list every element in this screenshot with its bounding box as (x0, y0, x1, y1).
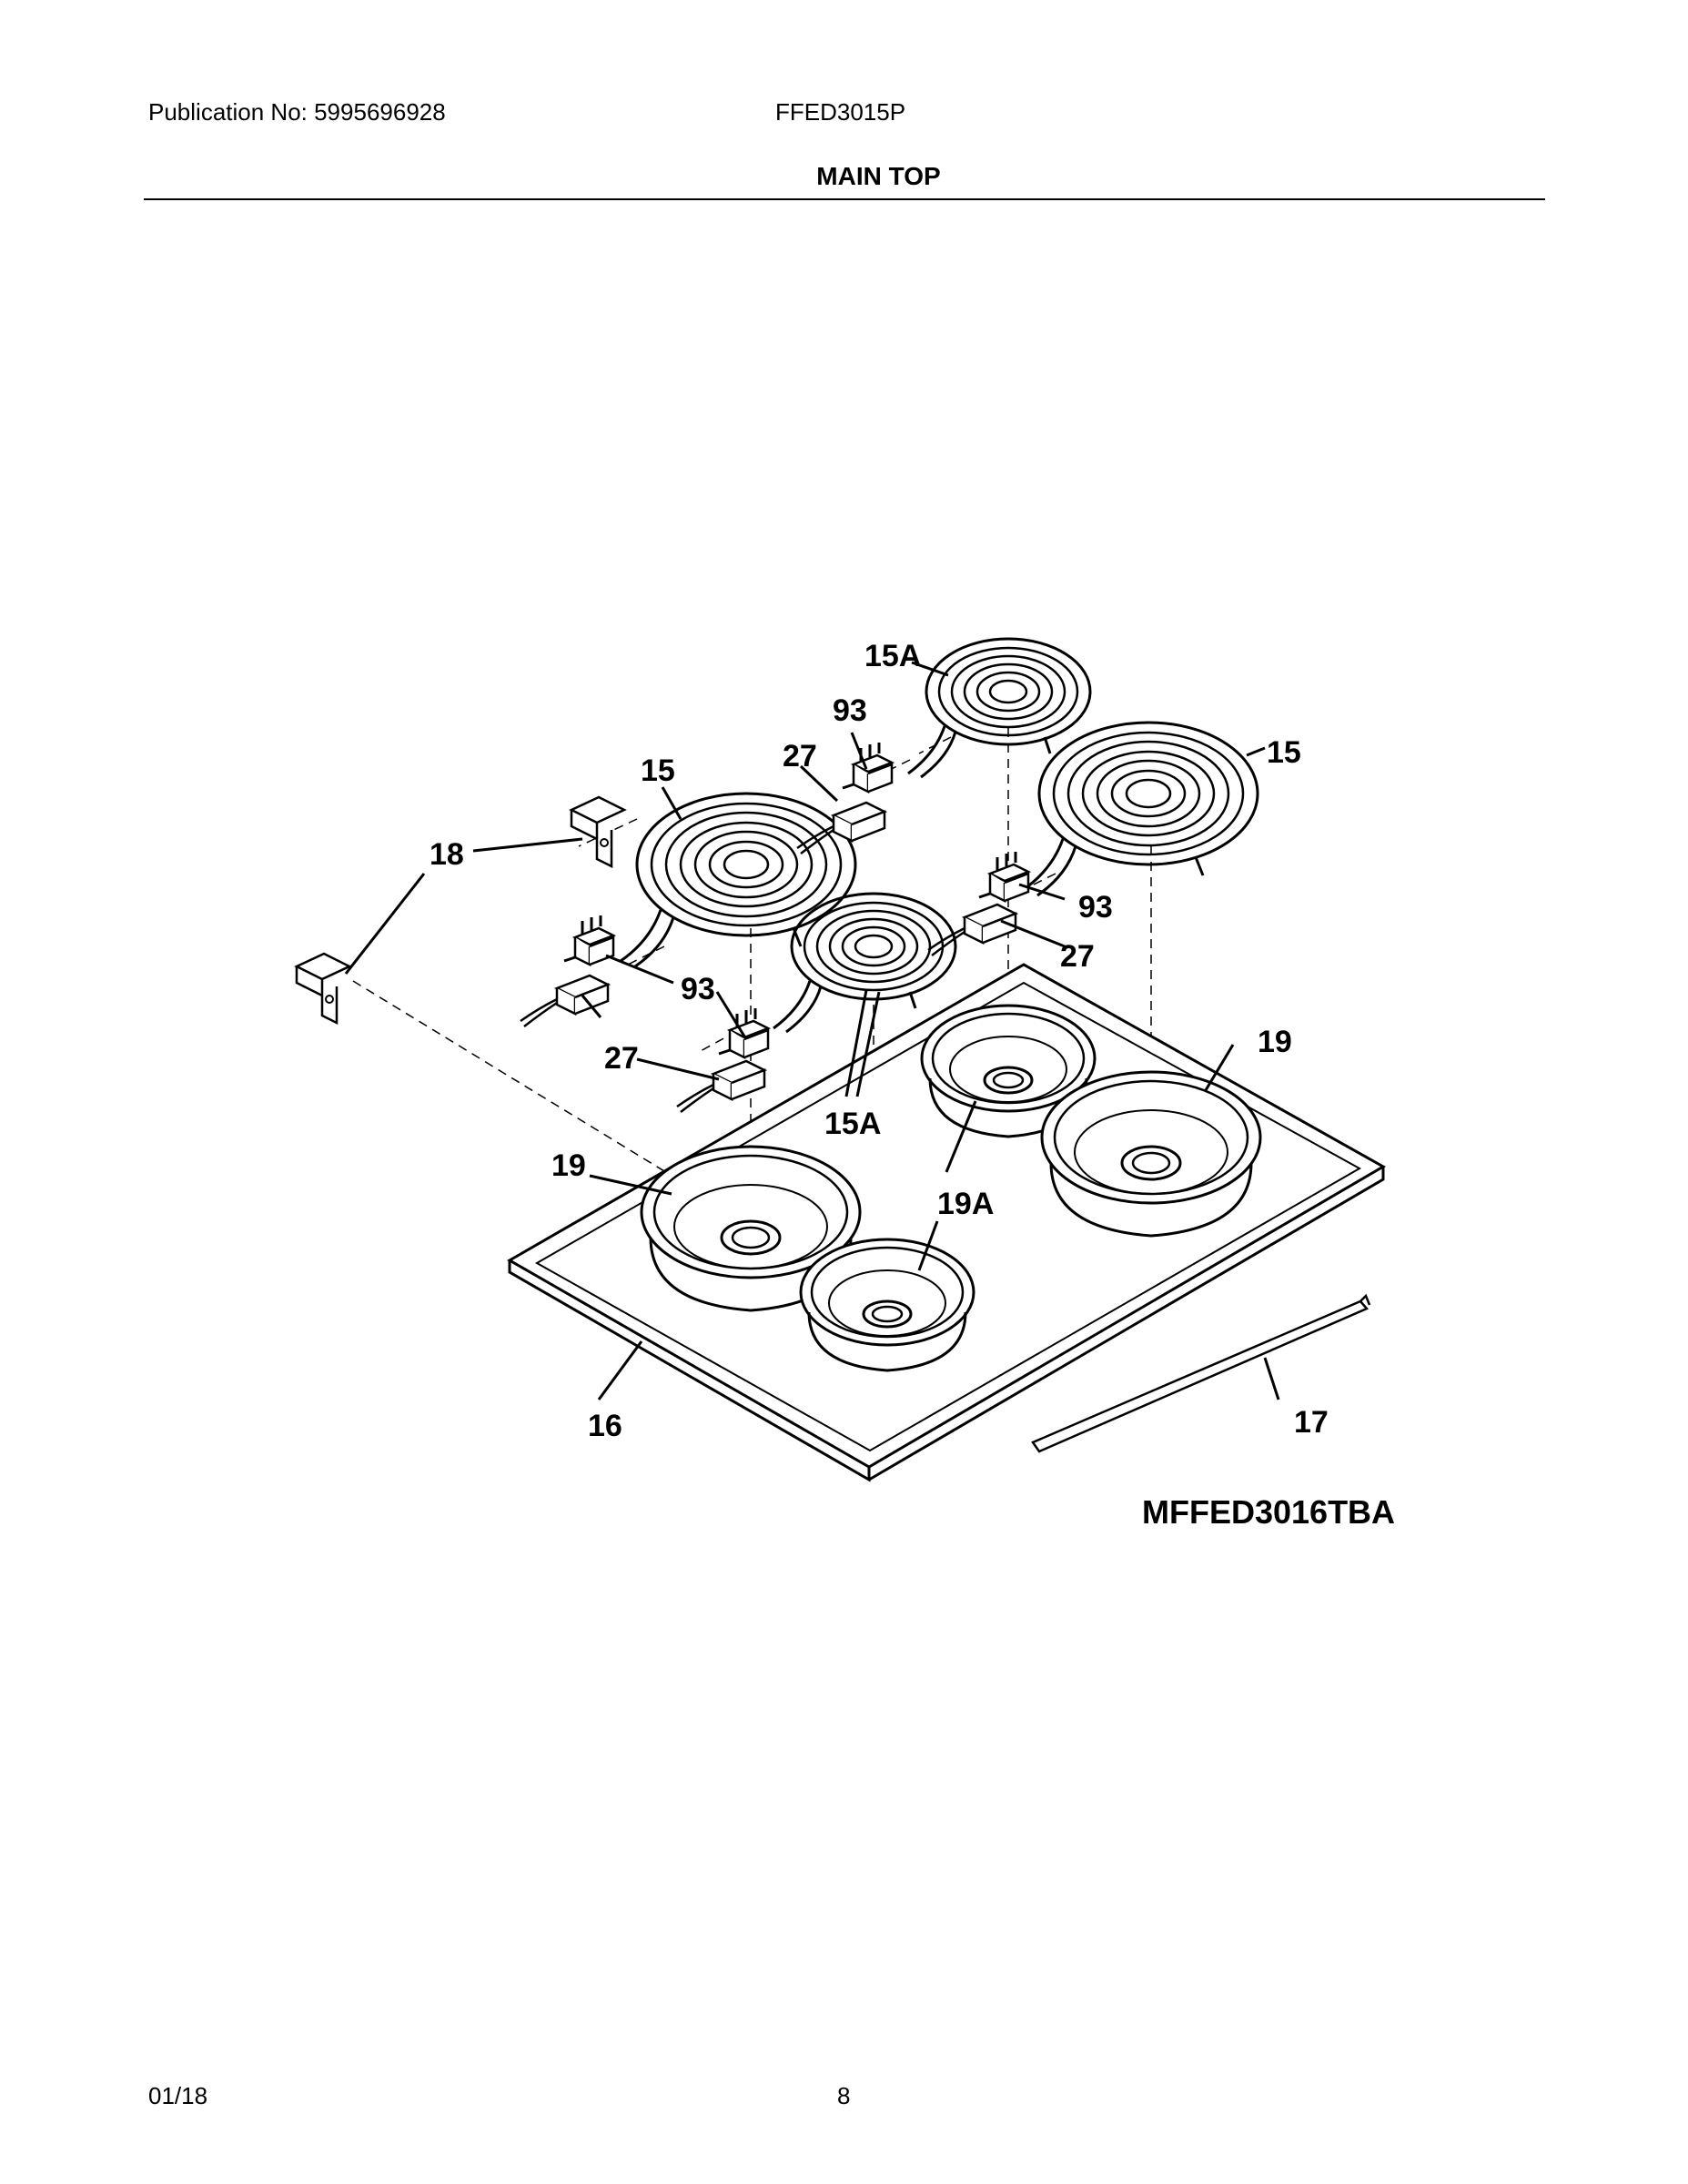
receptacle-rear (841, 741, 894, 794)
surface-element-small-rear (906, 637, 1092, 779)
callout-label: 16 (588, 1409, 622, 1443)
section-title: MAIN TOP (816, 162, 941, 190)
callout-label: 27 (604, 1041, 639, 1076)
surface-element-large-left (619, 792, 857, 968)
surface-element-large-right (1021, 721, 1259, 897)
wire-connector-right (926, 903, 1017, 957)
callout-label: 15A (824, 1107, 881, 1141)
receptacle-right (977, 850, 1030, 903)
mounting-bracket-rear (570, 795, 626, 868)
publication-number: Publication No: 5995696928 (148, 98, 446, 126)
trim-strip (1031, 1293, 1371, 1453)
callout-label: 15 (641, 753, 675, 788)
callout-label: 17 (1294, 1405, 1329, 1440)
wire-connector-rear (795, 801, 886, 855)
wire-connector-left (519, 974, 610, 1028)
model-number: FFED3015P (775, 98, 906, 126)
callout-labels: 15A 93 15 27 15 18 93 27 93 27 15A 19 19… (430, 639, 1329, 1443)
leader-lines (344, 661, 1280, 1400)
footer-date: 01/18 (148, 2082, 208, 2109)
callout-label: 19 (551, 1148, 586, 1183)
page-number: 8 (837, 2082, 851, 2109)
callout-label: 15 (1267, 735, 1301, 770)
receptacle-left (562, 914, 615, 966)
callout-label: 18 (430, 837, 464, 872)
callout-label: 27 (783, 739, 817, 774)
diagram-id: MFFED3016TBA (1142, 1493, 1395, 1531)
callout-label: 15A (864, 639, 921, 673)
callout-label: 93 (1078, 890, 1113, 925)
mounting-bracket-front (295, 952, 351, 1025)
header-rule (144, 198, 1545, 200)
callout-label: 93 (833, 693, 867, 728)
callout-label: 27 (1060, 939, 1095, 974)
callout-label: 93 (681, 972, 715, 1006)
callout-label: 19A (937, 1187, 994, 1221)
callout-label: 19 (1258, 1025, 1292, 1059)
